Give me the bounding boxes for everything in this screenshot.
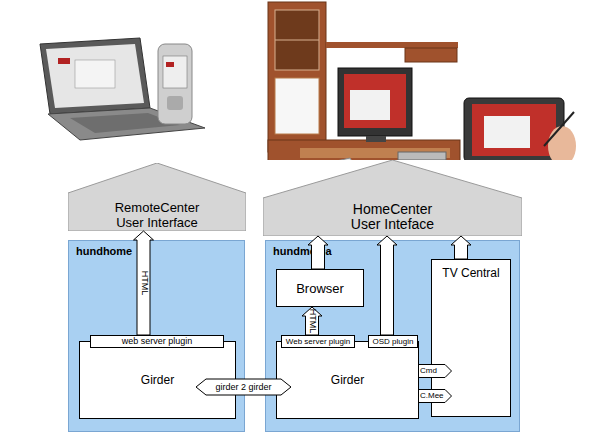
port-tag: Cmd (418, 364, 452, 378)
node-label: C.Mee (420, 389, 444, 403)
host-group: hundmediaBrowserTV CentralCmdC.MeeGirder… (265, 240, 520, 432)
node-label: web server plugin (122, 337, 193, 346)
fat-arrow (196, 379, 291, 395)
node-label: Girder (141, 374, 174, 386)
application-box: Girderweb server plugin (79, 341, 236, 419)
interface-arrow: HomeCenter User Inteface (263, 160, 522, 236)
node-label: Browser (296, 282, 344, 295)
interface-arrow: RemoteCenter User Interface (68, 163, 246, 231)
port-tag-outline (419, 390, 452, 403)
node-label: Girder (331, 374, 364, 386)
fat-arrow (451, 236, 471, 259)
edge-label: HTML (308, 309, 317, 334)
roof-arrow-outline (263, 160, 522, 236)
plugin-box: Web server plugin (281, 335, 355, 348)
edge-label: HTML (139, 271, 148, 296)
port-tag-outline (419, 365, 452, 378)
application-box: TV CentralCmdC.Mee (431, 259, 511, 417)
fat-arrow (302, 307, 322, 335)
node-label: hundhome (76, 245, 132, 257)
devices-illustration (0, 0, 590, 160)
plugin-box: OSD plugin (368, 335, 418, 348)
roof-arrow-outline (68, 163, 246, 231)
application-box: Browser (276, 269, 364, 307)
fat-arrow (308, 236, 328, 269)
plugin-box: web server plugin (90, 335, 224, 348)
node-label: OSD plugin (373, 338, 414, 346)
node-label: TV Central (432, 266, 510, 280)
node-label: hundmedia (273, 245, 332, 257)
port-tag: C.Mee (418, 389, 452, 403)
edge-label: girder 2 girder (215, 383, 271, 392)
application-box: Girder Web server plugin OSD plugin (276, 341, 419, 419)
node-label: HomeCenter User Inteface (338, 202, 448, 232)
node-label: Web server plugin (286, 338, 350, 346)
node-label: Cmd (420, 364, 437, 378)
fat-arrow (377, 236, 397, 335)
node-label: RemoteCenter User Interface (104, 200, 210, 230)
host-group: hundhomeGirderweb server plugin (68, 240, 245, 432)
fat-arrow (134, 231, 154, 335)
